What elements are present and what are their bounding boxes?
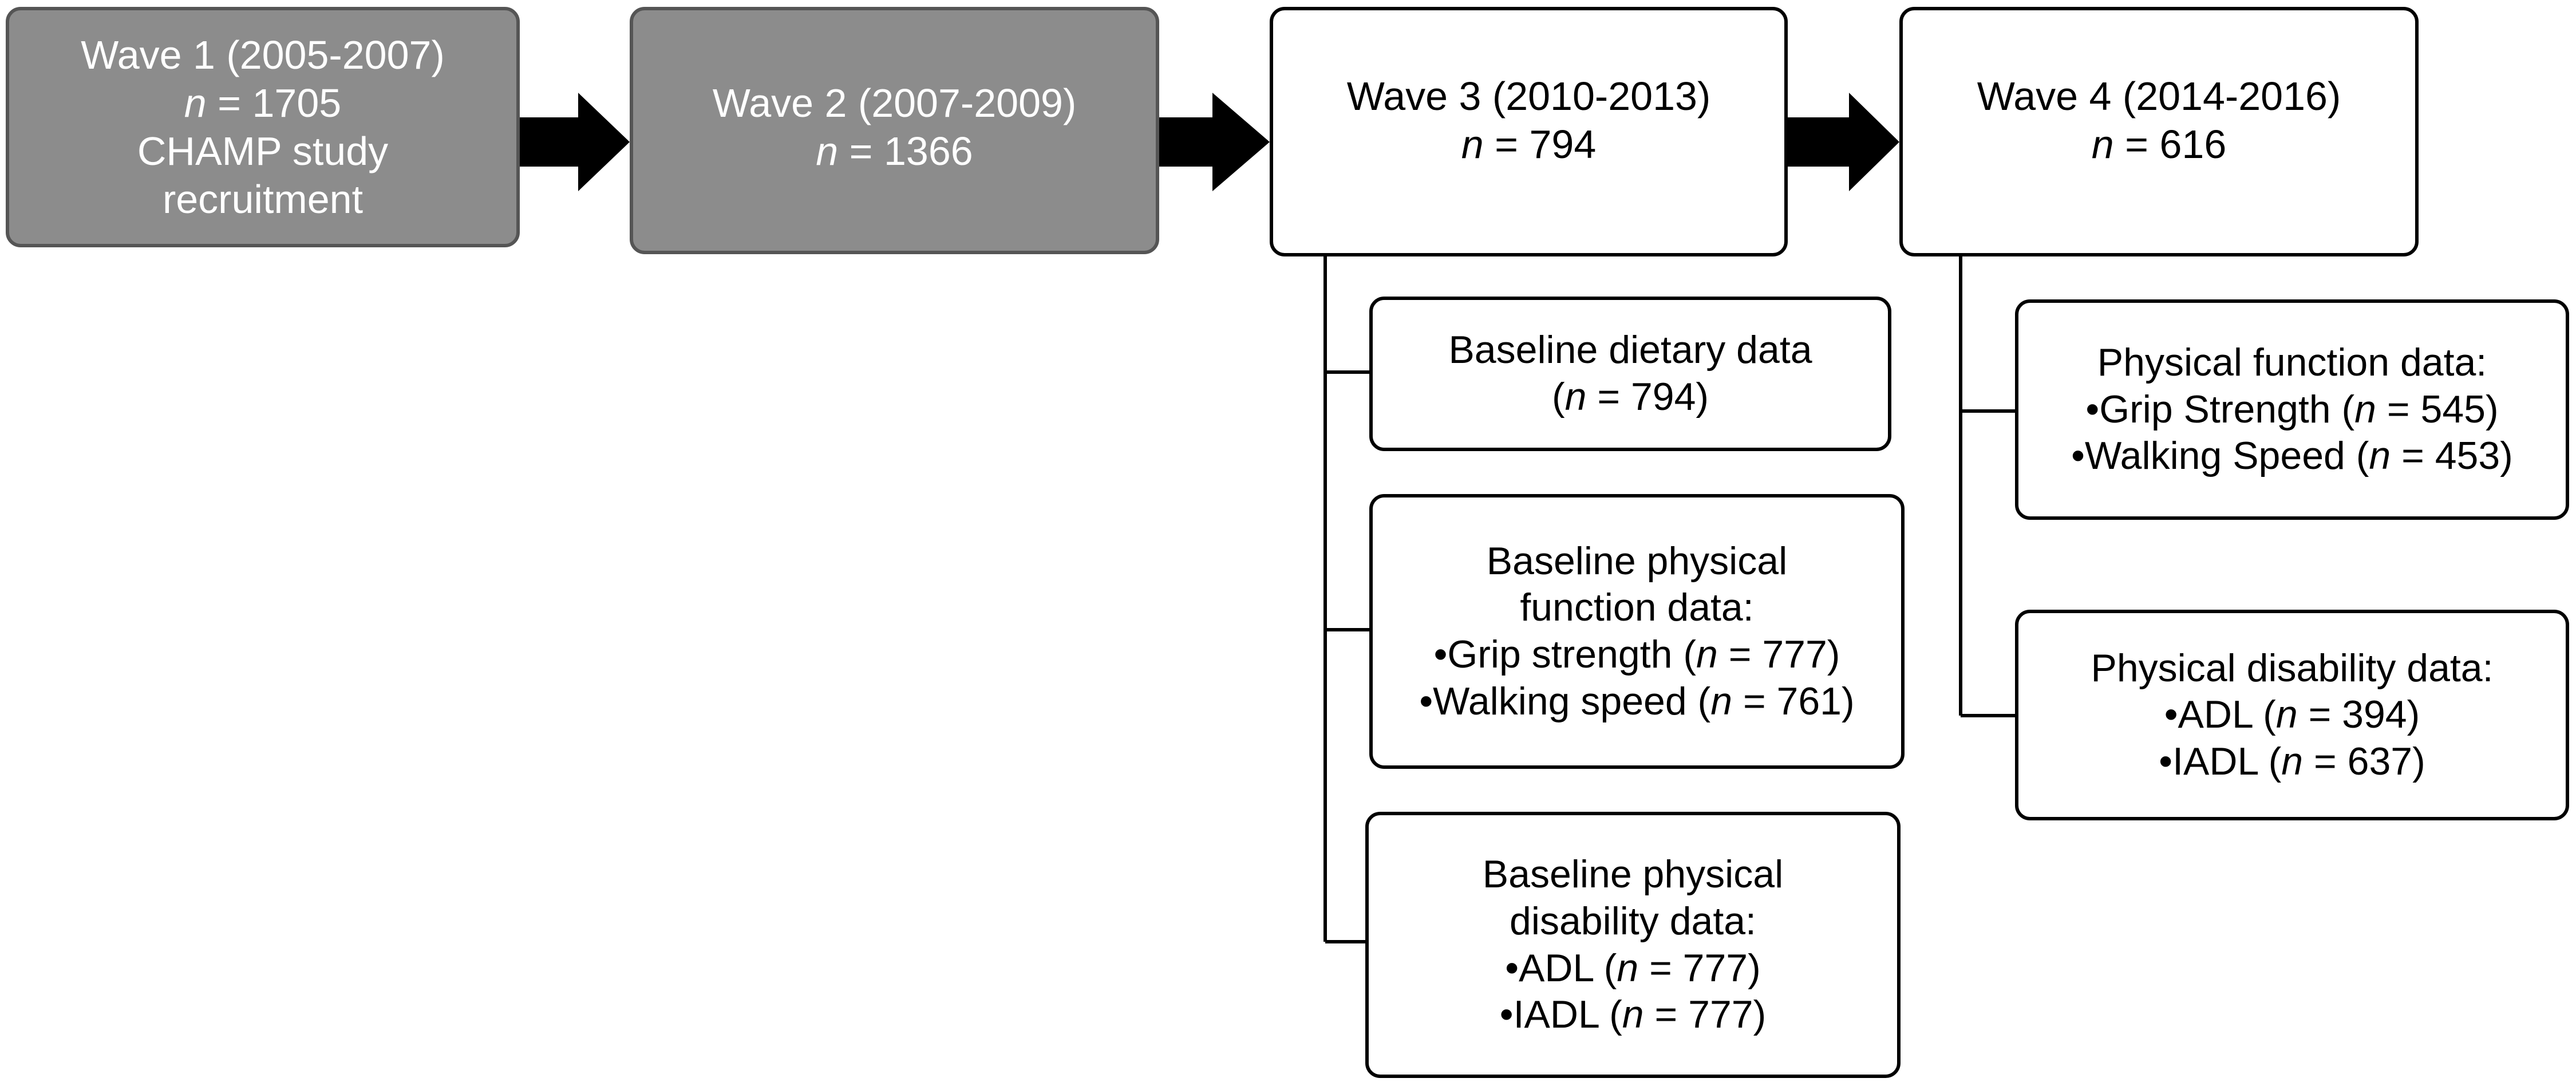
- wave1-n: n = 1705: [184, 81, 342, 125]
- wave3-disability-box: Baseline physical disability data: •ADL …: [1365, 812, 1901, 1078]
- wave4-title: Wave 4 (2014-2016): [1977, 74, 2341, 119]
- wave4-function-heading: Physical function data:: [2097, 341, 2487, 385]
- wave3-title: Wave 3 (2010-2013): [1346, 74, 1711, 119]
- wave2-title: Wave 2 (2007-2009): [712, 81, 1077, 125]
- wave3-dietary-heading: Baseline dietary data: [1448, 328, 1812, 372]
- wave3-walking-item: •Walking speed (n = 761): [1419, 679, 1855, 723]
- arrow-wave2-to-wave3: [1159, 93, 1270, 191]
- wave3-grip-item: •Grip strength (n = 777): [1433, 633, 1840, 676]
- wave3-dietary-n: (n = 794): [1551, 375, 1709, 418]
- wave1-extra-2: recruitment: [162, 177, 364, 222]
- wave2-box: Wave 2 (2007-2009) n = 1366: [630, 7, 1159, 254]
- wave4-adl-item: •ADL (n = 394): [2164, 693, 2420, 737]
- wave3-disability-heading-2: disability data:: [1510, 899, 1756, 943]
- wave2-n: n = 1366: [816, 129, 973, 173]
- wave3-iadl-item: •IADL (n = 777): [1499, 993, 1767, 1037]
- wave3-function-heading-1: Baseline physical: [1486, 539, 1788, 583]
- wave3-n: n = 794: [1461, 122, 1597, 167]
- wave3-adl-item: •ADL (n = 777): [1505, 946, 1761, 990]
- wave4-function-box: Physical function data: •Grip Strength (…: [2015, 299, 2569, 520]
- wave4-grip-item: •Grip Strength (n = 545): [2085, 387, 2499, 431]
- wave3-function-box: Baseline physical function data: •Grip s…: [1369, 494, 1905, 769]
- wave3-disability-heading-1: Baseline physical: [1482, 852, 1784, 897]
- wave4-walking-item: •Walking Speed (n = 453): [2071, 434, 2513, 478]
- arrow-wave1-to-wave2: [520, 93, 630, 191]
- wave1-extra-1: CHAMP study: [137, 129, 389, 173]
- wave3-function-heading-2: function data:: [1520, 586, 1754, 630]
- wave3-dietary-box: Baseline dietary data (n = 794): [1369, 297, 1891, 451]
- wave3-box: Wave 3 (2010-2013) n = 794: [1270, 7, 1788, 256]
- arrow-wave3-to-wave4: [1788, 93, 1899, 191]
- wave4-box: Wave 4 (2014-2016) n = 616: [1899, 7, 2419, 256]
- wave4-iadl-item: •IADL (n = 637): [2159, 739, 2425, 783]
- wave1-box: Wave 1 (2005-2007) n = 1705 CHAMP study …: [6, 7, 520, 247]
- wave4-disability-box: Physical disability data: •ADL (n = 394)…: [2015, 610, 2569, 820]
- wave1-title: Wave 1 (2005-2007): [81, 33, 445, 77]
- wave4-n: n = 616: [2091, 122, 2227, 167]
- wave4-disability-heading: Physical disability data:: [2091, 646, 2494, 690]
